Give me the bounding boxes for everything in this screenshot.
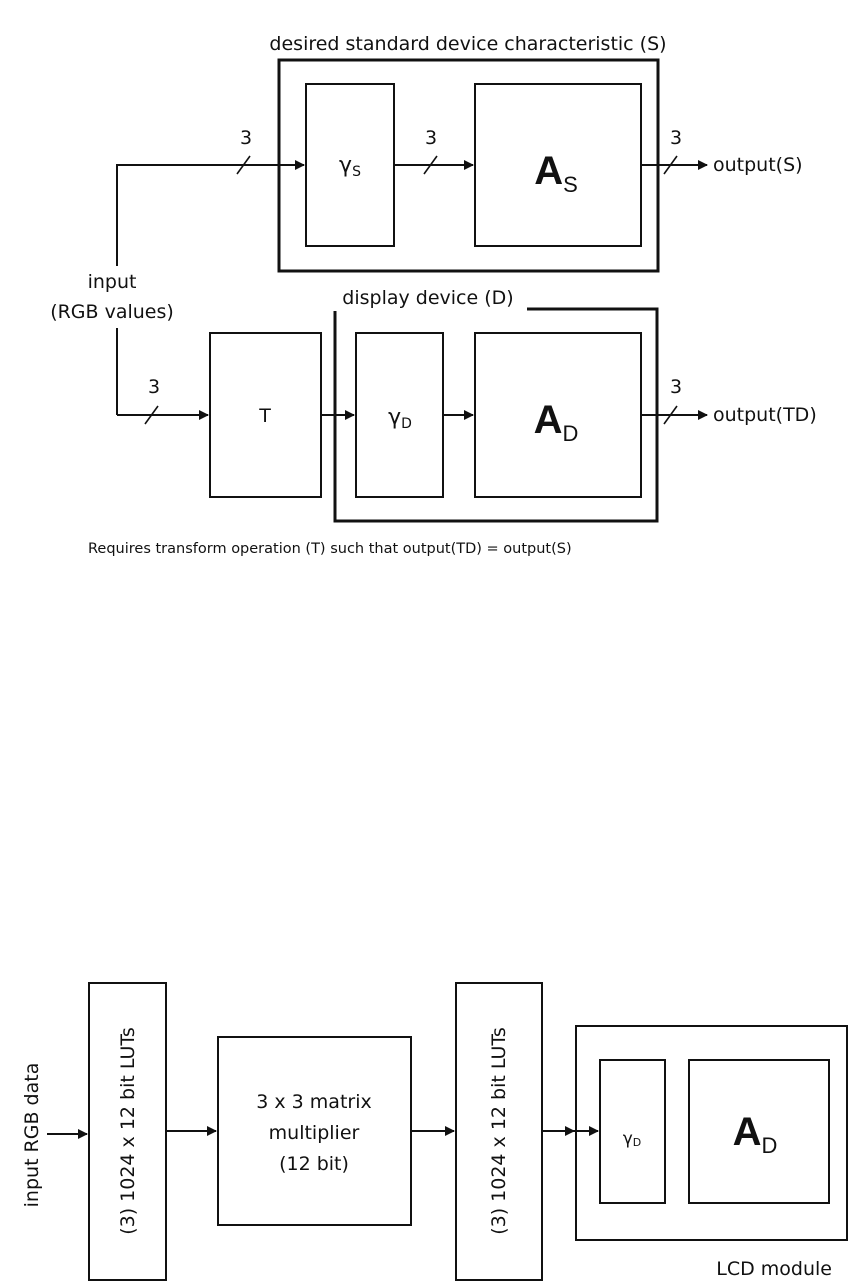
input-label-bg [40, 266, 190, 328]
bus-slash [663, 155, 678, 175]
bus-slash [423, 155, 438, 175]
bus-slash [144, 405, 159, 425]
lut-label-1: (3) 1024 x 12 bit LUTs [117, 1027, 139, 1235]
display-frame-label: display device (D) [342, 287, 513, 309]
caption: Requires transform operation (T) such th… [88, 541, 572, 557]
output-td-label: output(TD) [713, 404, 817, 426]
matrix-line1: 3 x 3 matrix [256, 1091, 371, 1113]
bus-width-label: 3 [425, 127, 437, 149]
gamma-s-label: γS [339, 153, 361, 180]
matrix-line3: (12 bit) [279, 1153, 349, 1175]
standard-frame-label: desired standard device characteristic (… [269, 33, 666, 55]
gamma-d-label: γD [388, 405, 412, 432]
lcd-module-frame [575, 1025, 848, 1241]
a-d-label: AD [534, 398, 579, 446]
display-frame-label-bg [331, 285, 527, 311]
input-label-line1: input [88, 271, 137, 293]
display-device-frame [333, 307, 659, 523]
bus-width-label: 3 [670, 376, 682, 398]
a-d-label-bottom: AD [733, 1110, 778, 1158]
bus-width-label: 3 [148, 376, 160, 398]
bus-slash [663, 405, 678, 425]
bus-width-label: 3 [670, 127, 682, 149]
gamma-d-label-bottom: γD [623, 1129, 642, 1149]
a-s-label: AS [534, 149, 578, 197]
input-to-gamma-s-arrow [116, 160, 305, 415]
matrix-line2: multiplier [269, 1122, 360, 1144]
input-label-line2: (RGB values) [50, 301, 174, 323]
lut-label-2: (3) 1024 x 12 bit LUTs [488, 1027, 510, 1235]
top-diagram: desired standard device characteristic (… [40, 33, 817, 557]
input-rgb-label: input RGB data [21, 1063, 43, 1208]
output-s-label: output(S) [713, 154, 803, 176]
lcd-module-label: LCD module [716, 1258, 832, 1280]
gamma-d-box-bottom [599, 1059, 666, 1204]
bus-slash [236, 155, 251, 175]
bus-width-label: 3 [240, 127, 252, 149]
bottom-diagram: input RGB data (3) 1024 x 12 bit LUTs 3 … [21, 982, 848, 1281]
t-label: T [258, 405, 271, 427]
a-d-box-bottom [688, 1059, 830, 1204]
